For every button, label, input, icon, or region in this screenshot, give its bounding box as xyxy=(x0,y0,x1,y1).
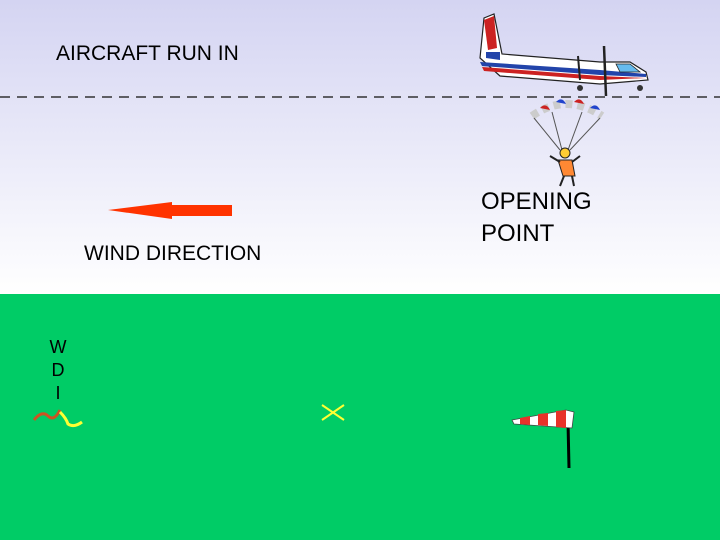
wind-direction-label: WIND DIRECTION xyxy=(84,242,262,265)
wdi-icon xyxy=(32,409,83,428)
ground-area xyxy=(0,294,720,540)
opening-point-line-2: POINT xyxy=(481,220,555,247)
wdi-letter-w: W xyxy=(49,337,67,357)
aircraft-run-in-label: AIRCRAFT RUN IN xyxy=(56,42,239,65)
parachutist-icon xyxy=(529,99,605,187)
wdi-letter-i: I xyxy=(55,383,61,403)
wind-arrow-icon xyxy=(108,202,232,219)
target-cross-icon xyxy=(321,404,345,421)
windsock-icon xyxy=(511,409,575,469)
opening-point-label: OPENING POINT xyxy=(481,186,592,250)
sky-area xyxy=(0,0,720,295)
aircraft-icon xyxy=(479,13,649,97)
opening-point-line-1: OPENING xyxy=(481,188,592,215)
wdi-letter-d: D xyxy=(51,360,65,380)
